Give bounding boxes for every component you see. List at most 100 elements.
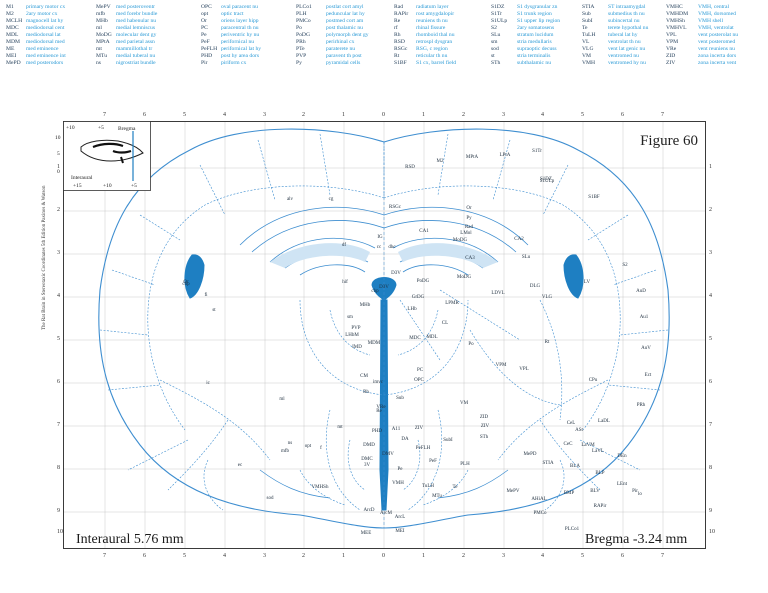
top-ruler-tick: 6: [143, 112, 146, 118]
inset-bottom-num: +15: [73, 183, 82, 189]
left-lateral-ventricle: [184, 254, 205, 299]
region-label: MTu: [432, 494, 442, 499]
legend-entry: ns nigrostriat bundle: [96, 60, 157, 67]
atlas-credit: The Rat Brain in Stereotaxic Coordinates…: [42, 185, 47, 331]
side-ruler-tick: 5: [709, 336, 712, 342]
region-label: PoDG: [417, 279, 430, 284]
legend-abbreviation: VMHSh: [666, 18, 685, 25]
legend-entry: SubI subincertal nu: [582, 18, 648, 25]
side-ruler-tick: 4: [57, 293, 60, 299]
legend-description: rhinal fissure: [416, 25, 446, 32]
top-ruler-tick: 2: [462, 112, 465, 118]
legend-description: primary motor cx: [26, 4, 66, 10]
region-label: Or: [466, 206, 472, 211]
bottom-ruler-tick: 5: [183, 553, 186, 559]
region-label: MePV: [506, 489, 519, 494]
top-ruler-tick: 4: [223, 112, 226, 118]
bottom-ruler-tick: 7: [103, 553, 106, 559]
legend-abbreviation: SubI: [582, 18, 593, 25]
legend-description: ST intraamygdal: [608, 4, 646, 10]
region-label: PeFLH: [416, 446, 431, 451]
region-label: LEnt: [617, 482, 628, 487]
region-label: LHbM: [345, 333, 359, 338]
legend-description: medial lemniscus: [116, 25, 155, 32]
bottom-ruler-tick: 2: [302, 553, 305, 559]
legend-description: piriform cx: [221, 60, 247, 67]
region-label: MEI: [395, 529, 405, 534]
legend-abbreviation: VLG: [582, 46, 594, 53]
side-ruler-tick: 4: [709, 293, 712, 299]
legend-description: vent posterolat nu: [698, 32, 739, 39]
region-label: hif: [342, 280, 348, 285]
legend-description: terete hypothal nu: [608, 25, 649, 32]
legend-abbreviation: Po: [296, 25, 302, 32]
region-label: CA3: [465, 256, 475, 261]
inset-top-num: +10: [66, 125, 75, 131]
legend-description: 2ary motor cx: [26, 11, 58, 18]
legend-abbreviation: MDM: [6, 39, 20, 46]
legend-description: mediodorsal med: [26, 39, 65, 46]
region-label: AHiAL: [531, 497, 546, 502]
region-label: BLP: [595, 471, 604, 476]
sagittal-inset: +10 +5 10 5 0 Bregma Interaural +15 +10 …: [55, 121, 151, 191]
region-label: PMCo: [533, 511, 547, 516]
region-label: LaDL: [598, 419, 610, 424]
legend-abbreviation: MCLH: [6, 18, 23, 25]
bottom-ruler-tick: 5: [581, 553, 584, 559]
legend-description: subthalamic nu: [517, 60, 552, 67]
legend-description: reticular th nu: [416, 53, 448, 60]
region-label: AuV: [641, 346, 651, 351]
region-label: ns: [288, 441, 293, 446]
legend-description: nigrostriat bundle: [116, 60, 156, 67]
legend-description: VMH, dorsomed: [698, 11, 736, 18]
region-label: CeC: [564, 442, 574, 447]
region-label: ArcM: [380, 511, 392, 516]
legend-description: paravent th post: [326, 53, 362, 60]
legend-abbreviation: PTe: [296, 46, 305, 53]
legend-abbreviation: rf: [394, 25, 398, 32]
legend-description: subincertal nu: [608, 18, 640, 25]
region-label: MDM: [368, 341, 381, 346]
inset-side-num: 10: [55, 135, 61, 141]
region-label: Sub: [396, 396, 404, 401]
legend-abbreviation: VMH: [582, 60, 596, 67]
legend-abbreviation: ns: [96, 60, 101, 67]
legend-abbreviation: PeF: [201, 39, 210, 46]
region-label: sm: [347, 315, 353, 320]
region-label: VPL: [519, 367, 528, 372]
side-ruler-tick: 6: [57, 379, 60, 385]
side-ruler-tick: 5: [57, 336, 60, 342]
legend-abbreviation: MHb: [96, 18, 108, 25]
region-label: Po: [468, 342, 474, 347]
region-label: VPM: [496, 363, 507, 368]
legend-description: ventromed hy nu: [608, 60, 646, 67]
region-label: Pir: [632, 489, 638, 494]
legend-abbreviation: MDC: [6, 25, 19, 32]
legend-description: VMH, central: [698, 4, 730, 10]
region-label: Or: [183, 280, 189, 285]
region-label: chp: [182, 282, 190, 287]
legend-abbreviation: M2: [6, 11, 14, 18]
region-label: D3V: [379, 285, 389, 290]
side-ruler-tick: 9: [57, 508, 60, 514]
legend-abbreviation: VRe: [666, 46, 677, 53]
region-label: MPtA: [466, 155, 479, 160]
top-ruler-tick: 3: [502, 112, 505, 118]
legend-description: zona incerta vent: [698, 60, 737, 67]
side-ruler-tick: 10: [709, 529, 715, 535]
